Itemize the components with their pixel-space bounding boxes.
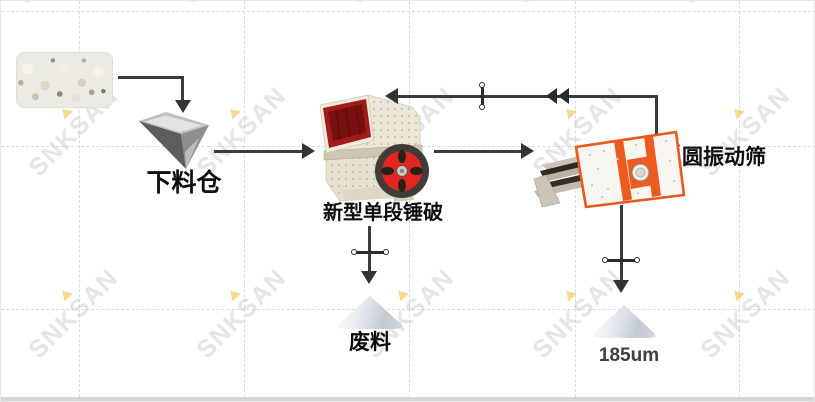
hammer-crusher-graphic xyxy=(319,94,429,202)
grid-line-horizontal xyxy=(1,11,814,12)
product-size-label: 185um xyxy=(598,345,660,366)
line-break-symbol xyxy=(355,251,386,254)
flow-line-stones-to-bin xyxy=(118,76,184,79)
line-break-dot-icon xyxy=(383,249,389,255)
watermark: SNKSAN xyxy=(501,1,618,17)
crusher-label: 新型单段锤破 xyxy=(323,202,443,224)
flow-line-screen-to-product xyxy=(620,205,623,281)
arrowhead-down-icon xyxy=(613,280,629,293)
grid-line-vertical xyxy=(575,1,576,397)
line-break-dot-icon xyxy=(479,104,485,110)
watermark: SNKSAN xyxy=(695,81,797,183)
vibrating-screen-graphic xyxy=(533,130,686,209)
double-chevron-left-icon xyxy=(558,88,569,104)
waste-label: 废料 xyxy=(349,331,391,354)
line-break-symbol xyxy=(606,259,637,262)
double-chevron-left-icon xyxy=(546,88,557,104)
flow-line-crusher-to-screen xyxy=(434,150,521,153)
watermark: SNKSAN xyxy=(335,1,452,17)
watermark: SNKSAN xyxy=(23,263,125,365)
watermark: SNKSAN xyxy=(168,1,285,17)
recirculation-line xyxy=(655,97,658,135)
watermark: SNKSAN xyxy=(667,1,784,17)
watermark: SNKSAN xyxy=(695,263,797,365)
grid-line-vertical xyxy=(79,1,80,397)
arrowhead-right-icon xyxy=(521,143,534,159)
grid-line-vertical xyxy=(244,1,245,397)
arrowhead-right-icon xyxy=(302,143,315,159)
grid-line-vertical xyxy=(739,1,740,397)
line-break-symbol xyxy=(481,87,484,107)
flow-line-stones-to-bin xyxy=(181,76,184,100)
screen-label: 圆振动筛 xyxy=(682,146,766,169)
flow-line-bin-to-crusher xyxy=(214,150,302,153)
watermark: SNKSAN xyxy=(2,1,119,17)
watermark: SNKSAN xyxy=(191,263,293,365)
arrowhead-left-icon xyxy=(385,88,398,104)
line-break-dot-icon xyxy=(602,257,608,263)
flow-line-crusher-to-waste xyxy=(368,226,371,272)
bottom-border xyxy=(1,397,814,401)
line-break-dot-icon xyxy=(634,257,640,263)
line-break-dot-icon xyxy=(351,249,357,255)
feed-bin-label: 下料仓 xyxy=(146,169,222,197)
arrowhead-down-icon xyxy=(175,100,191,113)
arrowhead-down-icon xyxy=(361,271,377,284)
line-break-dot-icon xyxy=(479,82,485,88)
recirculation-line xyxy=(398,95,658,98)
grid-line-horizontal xyxy=(1,309,814,310)
raw-material-photo xyxy=(16,52,113,108)
feed-bin-graphic xyxy=(139,112,209,169)
